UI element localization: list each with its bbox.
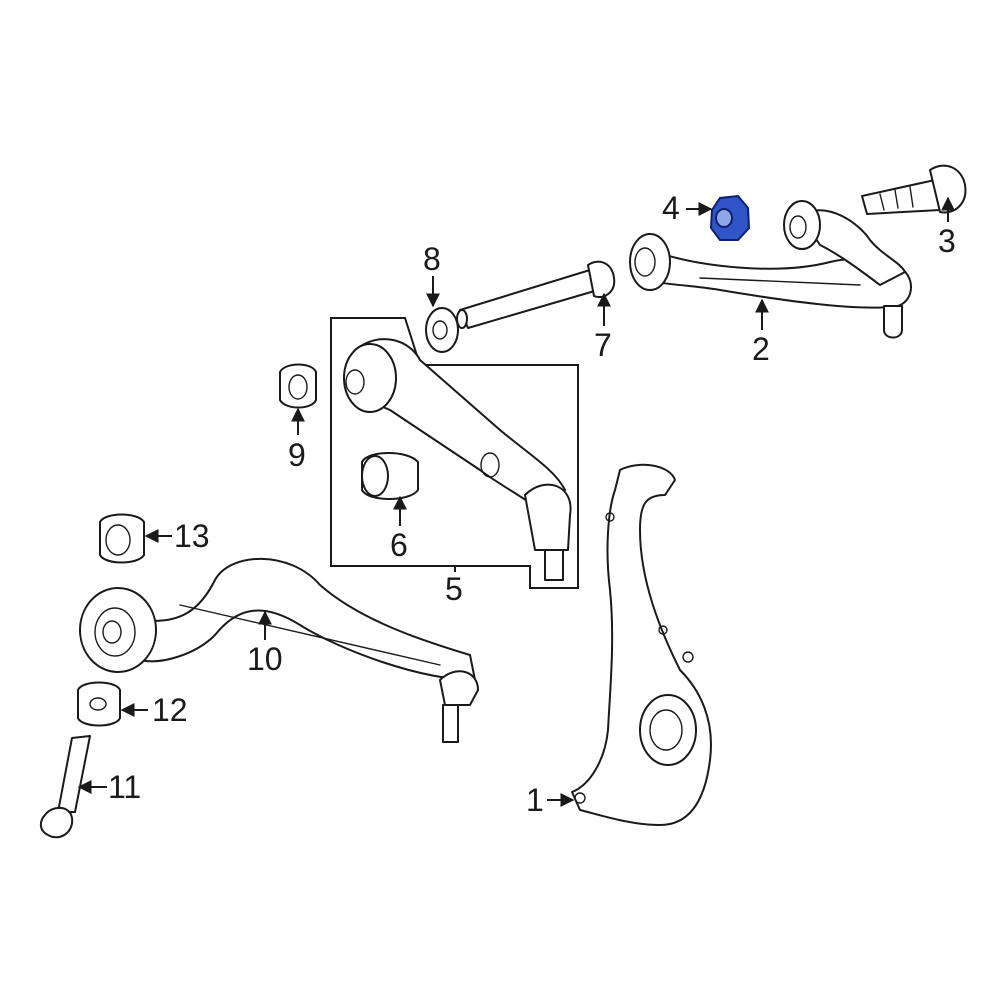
callout-9: 9 xyxy=(288,437,306,473)
callout-13: 13 xyxy=(174,518,210,554)
part-1-steering-knuckle[interactable] xyxy=(571,463,712,826)
callout-3: 3 xyxy=(938,223,956,259)
part-5-front-lower-arm[interactable] xyxy=(343,338,572,581)
callout-12: 12 xyxy=(152,692,188,728)
callout-labels: 1 2 3 4 5 6 7 8 9 10 11 12 13 xyxy=(108,190,956,818)
callout-2: 2 xyxy=(752,331,770,367)
part-12-bushing[interactable] xyxy=(77,681,121,727)
callout-7: 7 xyxy=(594,327,612,363)
callout-10: 10 xyxy=(247,641,283,677)
part-8-washer[interactable] xyxy=(425,307,459,353)
callout-1: 1 xyxy=(526,782,544,818)
part-3-upper-arm-bolt[interactable] xyxy=(861,164,967,215)
callout-8: 8 xyxy=(423,241,441,277)
part-9-bushing[interactable] xyxy=(279,363,317,409)
callout-5: 5 xyxy=(445,571,463,607)
callout-11: 11 xyxy=(108,769,141,805)
part-6-bushing[interactable] xyxy=(361,452,419,500)
part-4-flange-nut[interactable] xyxy=(709,194,751,241)
callout-4: 4 xyxy=(662,190,680,226)
part-2-upper-control-arm[interactable] xyxy=(629,200,912,339)
lower-control-arm-assembly-frame xyxy=(330,317,579,589)
part-13-bushing[interactable] xyxy=(99,513,145,564)
part-10-lower-control-arm[interactable] xyxy=(79,557,479,743)
leader-arrows xyxy=(77,196,955,807)
callout-6: 6 xyxy=(390,527,408,563)
part-7-bolt[interactable] xyxy=(456,260,616,329)
part-11-bolt[interactable] xyxy=(39,735,91,839)
